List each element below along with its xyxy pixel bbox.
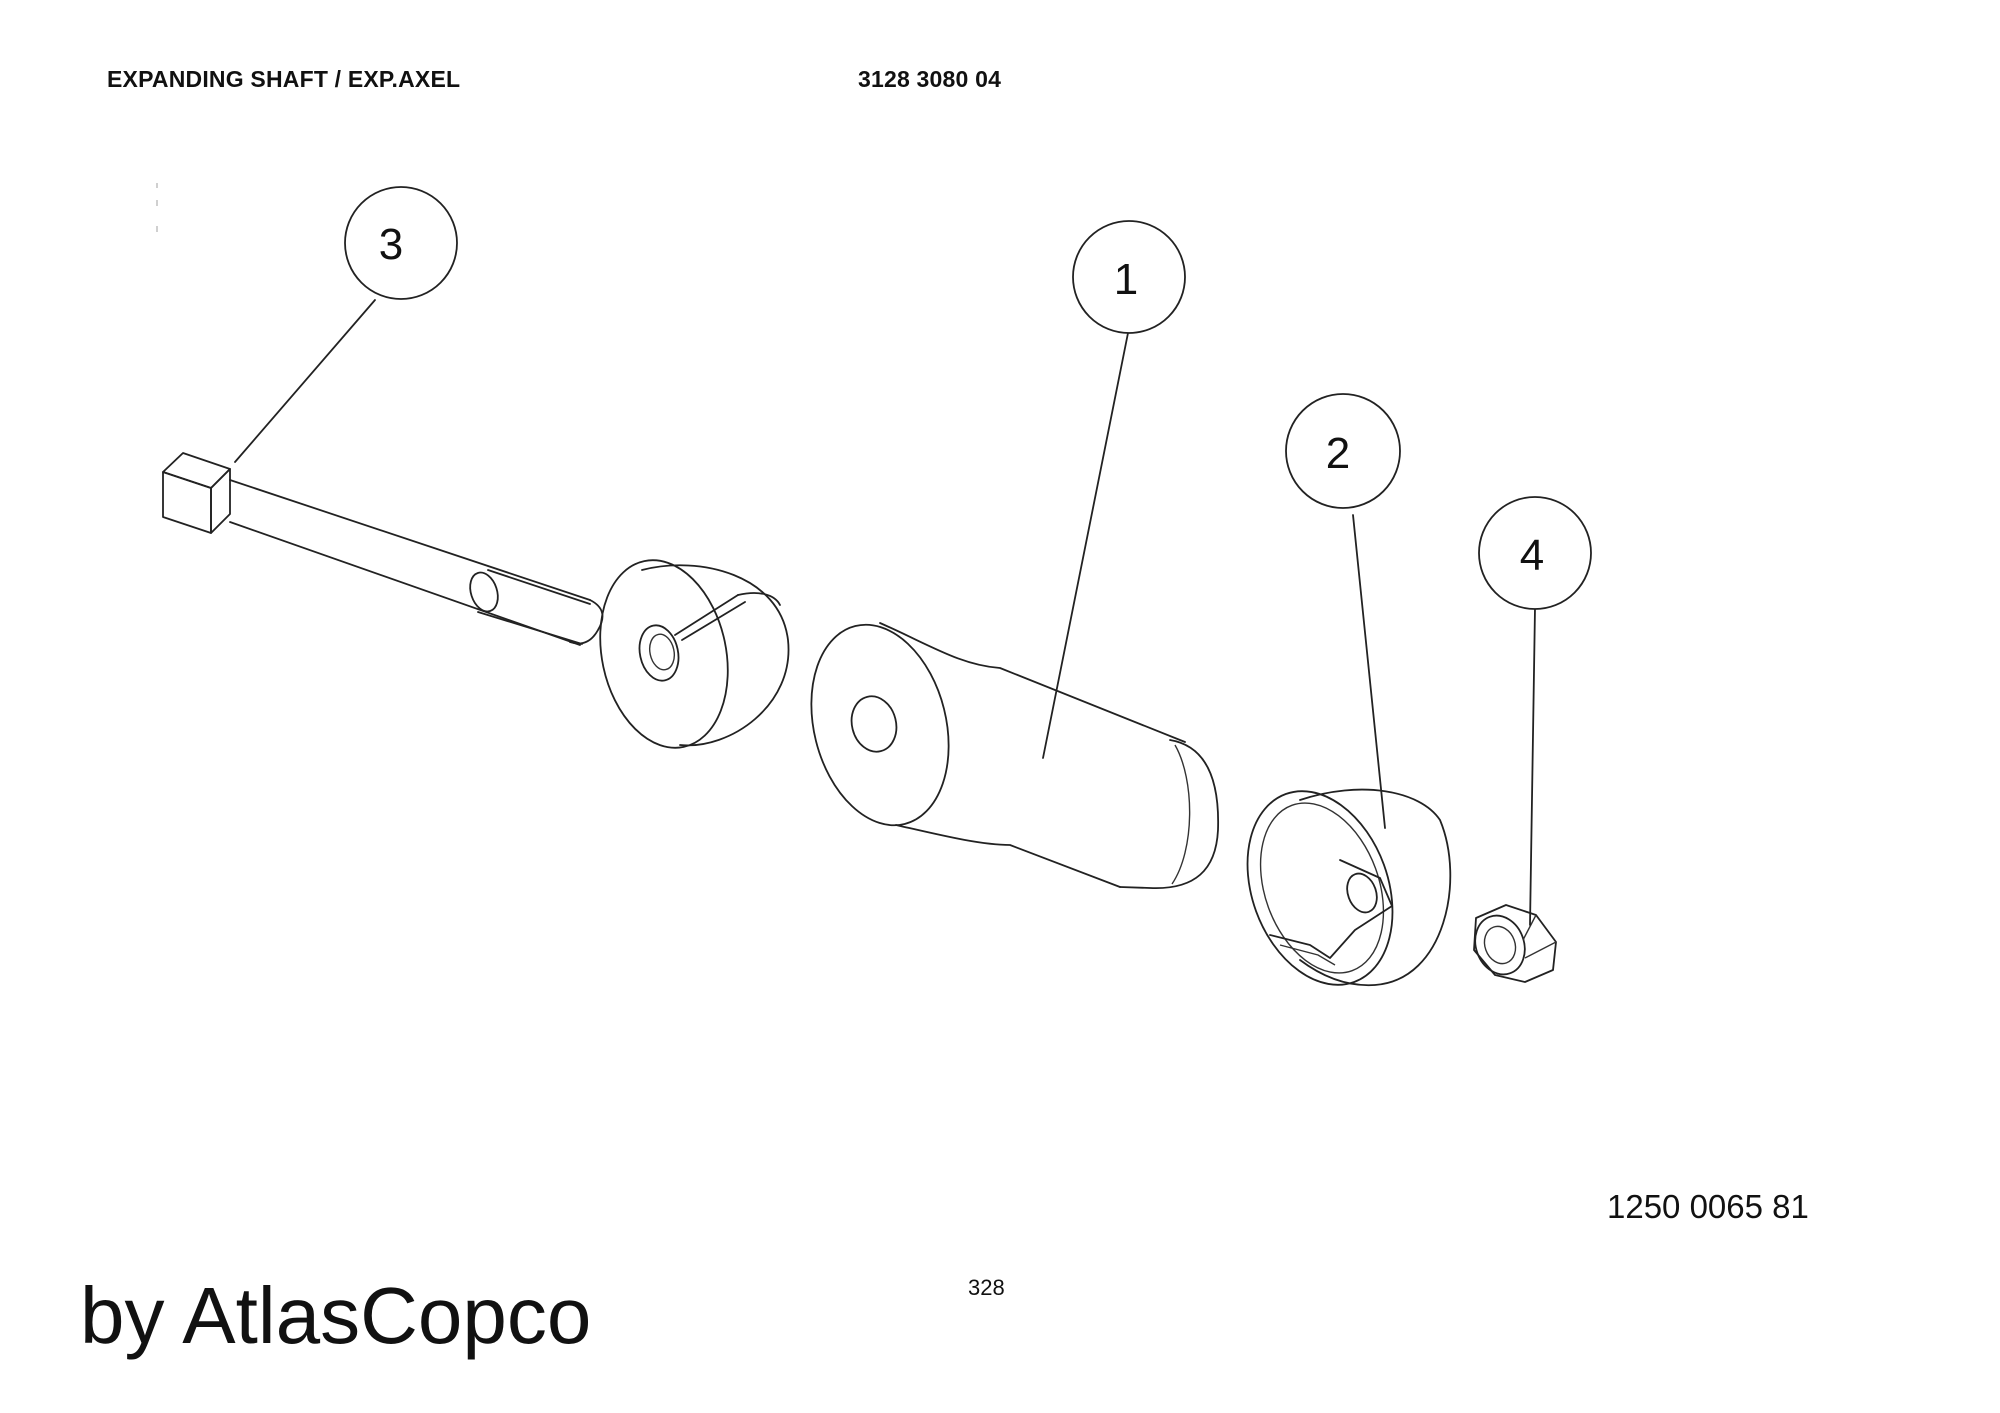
callout-label-1: 1 (1114, 255, 1138, 304)
page-number: 328 (968, 1275, 1005, 1300)
callout-label-3: 3 (379, 220, 403, 269)
drawing-number: 1250 0065 81 (1607, 1188, 1809, 1225)
callout-bubble-2: 2 (1285, 393, 1401, 509)
callout-1-leader (1042, 332, 1129, 759)
callout-label-4: 4 (1520, 531, 1544, 580)
bolt-part (162, 452, 604, 646)
callout-bubble-1: 1 (1072, 220, 1186, 334)
right-end-cap-part (1246, 788, 1452, 987)
callout-2-leader (1352, 514, 1386, 829)
brand-watermark: by AtlasCopco (80, 1271, 592, 1360)
callout-bubble-3: 3 (344, 186, 458, 300)
callout-label-2: 2 (1326, 429, 1350, 478)
callout-bubble-4: 4 (1478, 496, 1592, 610)
callout-3-leader (234, 299, 376, 463)
sleeve-part (810, 622, 1219, 889)
left-end-cap-part (599, 559, 790, 749)
hex-nut-part (1473, 904, 1557, 983)
part-number: 3128 3080 04 (858, 66, 1002, 92)
document-title: EXPANDING SHAFT / EXP.AXEL (107, 66, 461, 92)
callout-4-leader (1529, 607, 1536, 926)
